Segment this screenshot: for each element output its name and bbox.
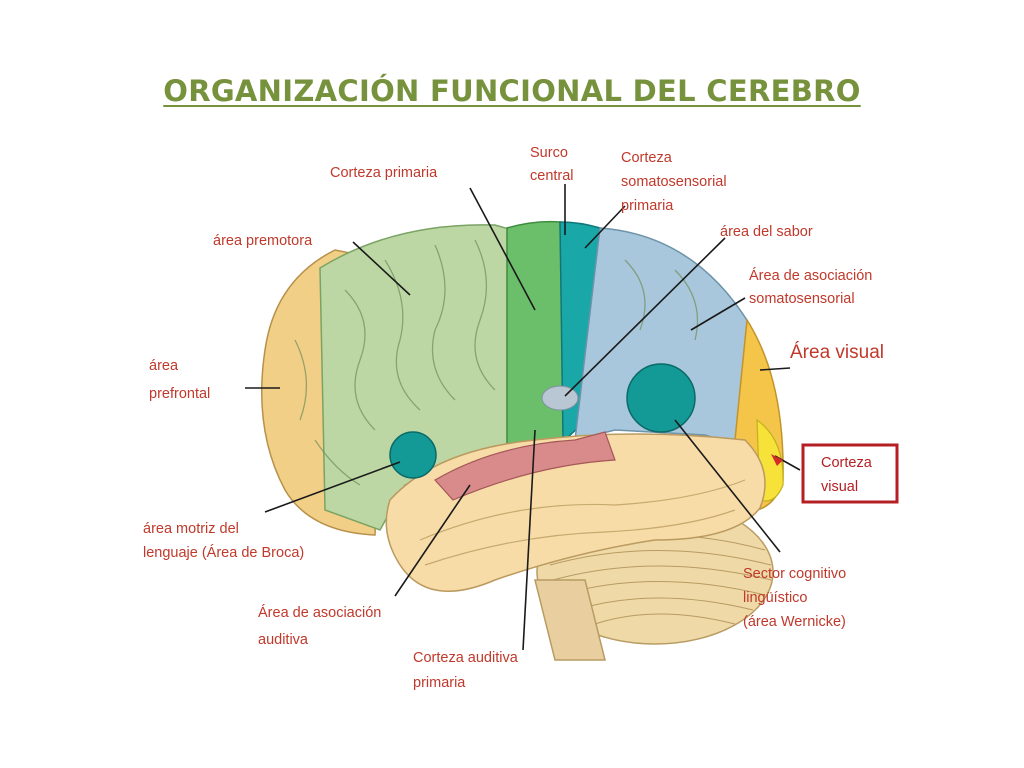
label-area-sabor: área del sabor <box>720 224 813 240</box>
label-asociacion-somatosensorial: Área de asociación somatosensorial <box>749 267 876 307</box>
label-area-visual: Área visual <box>790 342 884 363</box>
brainstem <box>534 579 606 661</box>
label-area-wernicke: Sector cognitivo lingüístico (área Werni… <box>743 566 850 630</box>
brain-diagram: Corteza primaria Surco central Corteza s… <box>135 140 925 700</box>
auditory-cortex-region <box>434 431 616 501</box>
label-asociacion-auditiva: Área de asociación auditiva <box>258 604 385 648</box>
temporal-folds <box>419 479 746 566</box>
label-surco-central: Surco central <box>530 145 574 184</box>
label-area-broca: área motriz del lenguaje (Área de Broca) <box>143 521 304 561</box>
label-area-premotora: área premotora <box>213 233 313 249</box>
visual-cortex-pointer-icon <box>771 454 783 466</box>
visual-cortex-box <box>801 443 899 504</box>
label-area-prefrontal: área prefrontal <box>149 358 210 402</box>
label-corteza-visual: Corteza visual <box>821 455 876 495</box>
primary-motor-region <box>506 220 566 459</box>
label-corteza-auditiva: Corteza auditiva primaria <box>413 650 522 691</box>
wernicke-area-region <box>626 363 696 433</box>
label-corteza-somatosensorial: Corteza somatosensorial primaria <box>621 150 731 214</box>
label-corteza-primaria: Corteza primaria <box>330 165 438 181</box>
slide-title: ORGANIZACIÓN FUNCIONAL DEL CEREBRO <box>163 74 861 108</box>
brain-diagram-svg: Corteza primaria Surco central Corteza s… <box>143 145 899 691</box>
leader-lines <box>245 184 801 651</box>
broca-area-region <box>389 431 437 479</box>
gyri-texture <box>294 239 699 486</box>
